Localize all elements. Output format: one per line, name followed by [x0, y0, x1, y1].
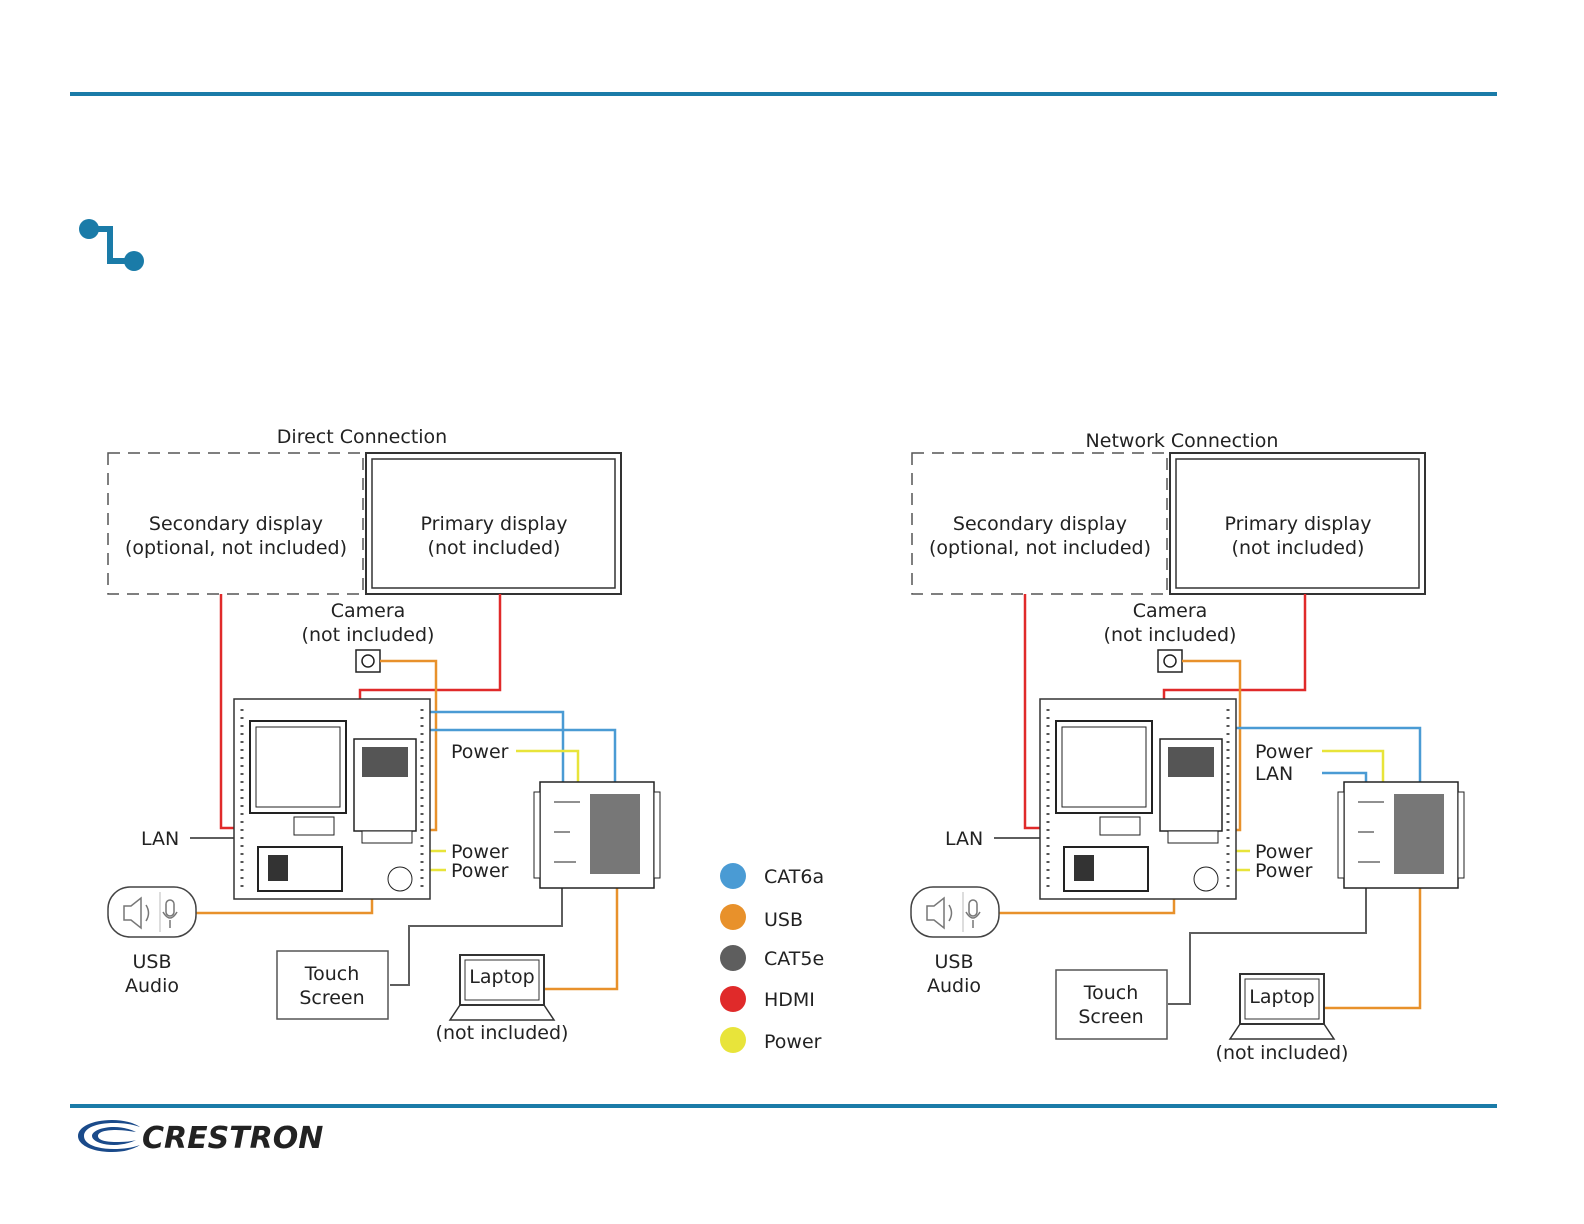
- microphone-icon: [162, 899, 178, 928]
- direct-lan-label: LAN: [141, 828, 179, 850]
- network-lan-top-label: LAN: [1255, 763, 1293, 785]
- network-lan-label: LAN: [945, 828, 983, 850]
- legend-label-power: Power: [764, 1031, 822, 1053]
- direct-power-top-label: Power: [451, 741, 509, 763]
- network-secondary-label: Secondary display: [953, 513, 1127, 535]
- direct-camera-icon: [355, 649, 381, 673]
- direct-power-b-label: Power: [451, 860, 509, 882]
- network-secondary-display: [911, 452, 1168, 595]
- network-cat5e-cable-touch: [1168, 886, 1367, 1005]
- network-room-pc: [1337, 781, 1465, 889]
- direct-usb-audio-label: USB: [132, 951, 171, 973]
- direct-primary-label: Primary display: [421, 513, 568, 535]
- direct-laptop: [448, 954, 556, 1021]
- cable-legend: CAT6a USB CAT5e HDMI Power: [720, 863, 824, 1053]
- direct-diagram: Direct Connection Secondary display (opt…: [107, 426, 661, 1044]
- network-lan-cable-pc: [1322, 771, 1368, 782]
- network-camera-label: Camera: [1133, 600, 1208, 622]
- legend-label-usb: USB: [764, 909, 803, 931]
- network-diagram: Network Connection Secondary display (op…: [910, 430, 1465, 1064]
- direct-touch-screen: [276, 950, 389, 1020]
- speaker-icon: [926, 896, 953, 930]
- network-title: Network Connection: [1086, 430, 1279, 452]
- microphone-icon: [965, 899, 981, 928]
- network-power-cable-pc: [1322, 749, 1385, 782]
- legend-label-cat5e: CAT5e: [764, 948, 824, 970]
- direct-laptop-label: Laptop: [469, 966, 534, 988]
- direct-primary-note: (not included): [428, 537, 561, 559]
- network-usb-audio-label: USB: [934, 951, 973, 973]
- network-camera-note: (not included): [1104, 624, 1237, 646]
- network-mounting-plate: [1038, 697, 1238, 901]
- direct-usb-audio-device: [107, 886, 197, 938]
- network-primary-display: [1169, 452, 1426, 595]
- speaker-icon: [123, 896, 150, 930]
- network-secondary-note: (optional, not included): [929, 537, 1151, 559]
- direct-touch-label-2: Screen: [299, 987, 364, 1009]
- direct-laptop-note: (not included): [436, 1022, 569, 1044]
- network-usb-audio-device: [910, 886, 1000, 938]
- direct-primary-display: [365, 452, 622, 595]
- network-power-top-label: Power: [1255, 741, 1313, 763]
- direct-camera-label: Camera: [331, 600, 406, 622]
- legend-label-hdmi: HDMI: [764, 989, 815, 1011]
- network-laptop-label: Laptop: [1249, 986, 1314, 1008]
- direct-title: Direct Connection: [277, 426, 447, 448]
- network-power-b-label: Power: [1255, 860, 1313, 882]
- network-touch-label-2: Screen: [1078, 1006, 1143, 1028]
- direct-secondary-display: [107, 452, 364, 595]
- network-camera-icon: [1157, 649, 1183, 673]
- connection-icon: [79, 219, 144, 271]
- network-laptop-note: (not included): [1216, 1042, 1349, 1064]
- network-touch-screen: [1055, 969, 1168, 1040]
- legend-label-cat6a: CAT6a: [764, 866, 824, 888]
- direct-room-pc: [533, 781, 661, 889]
- direct-power-cable-pc: [516, 749, 580, 782]
- direct-cat6a-cable-1: [380, 710, 565, 782]
- legend-swatch-hdmi: [720, 986, 746, 1012]
- network-touch-label: Touch: [1083, 982, 1139, 1004]
- direct-secondary-label: Secondary display: [149, 513, 323, 535]
- logo-wordmark: CRESTRON: [142, 1121, 323, 1156]
- crestron-logo: CRESTRON: [78, 1120, 323, 1156]
- direct-power-a-label: Power: [451, 841, 509, 863]
- network-power-a-label: Power: [1255, 841, 1313, 863]
- direct-usb-audio-label-2: Audio: [125, 975, 179, 997]
- network-primary-note: (not included): [1232, 537, 1365, 559]
- direct-usb-cable-laptop: [545, 888, 619, 991]
- direct-secondary-note: (optional, not included): [125, 537, 347, 559]
- legend-swatch-cat6a: [720, 863, 746, 889]
- bottom-rule: [70, 1104, 1497, 1108]
- network-usb-cable-laptop: [1324, 888, 1422, 1010]
- network-laptop: [1228, 973, 1336, 1040]
- network-usb-audio-label-2: Audio: [927, 975, 981, 997]
- legend-swatch-power: [720, 1027, 746, 1053]
- direct-cat6a-cable-2: [384, 728, 617, 782]
- direct-touch-label: Touch: [304, 963, 360, 985]
- direct-camera-note: (not included): [302, 624, 435, 646]
- top-rule: [70, 92, 1497, 96]
- network-primary-label: Primary display: [1225, 513, 1372, 535]
- legend-swatch-cat5e: [720, 945, 746, 971]
- direct-mounting-plate: [232, 697, 432, 901]
- direct-cat5e-cable-touch: [390, 886, 563, 986]
- legend-swatch-usb: [720, 904, 746, 930]
